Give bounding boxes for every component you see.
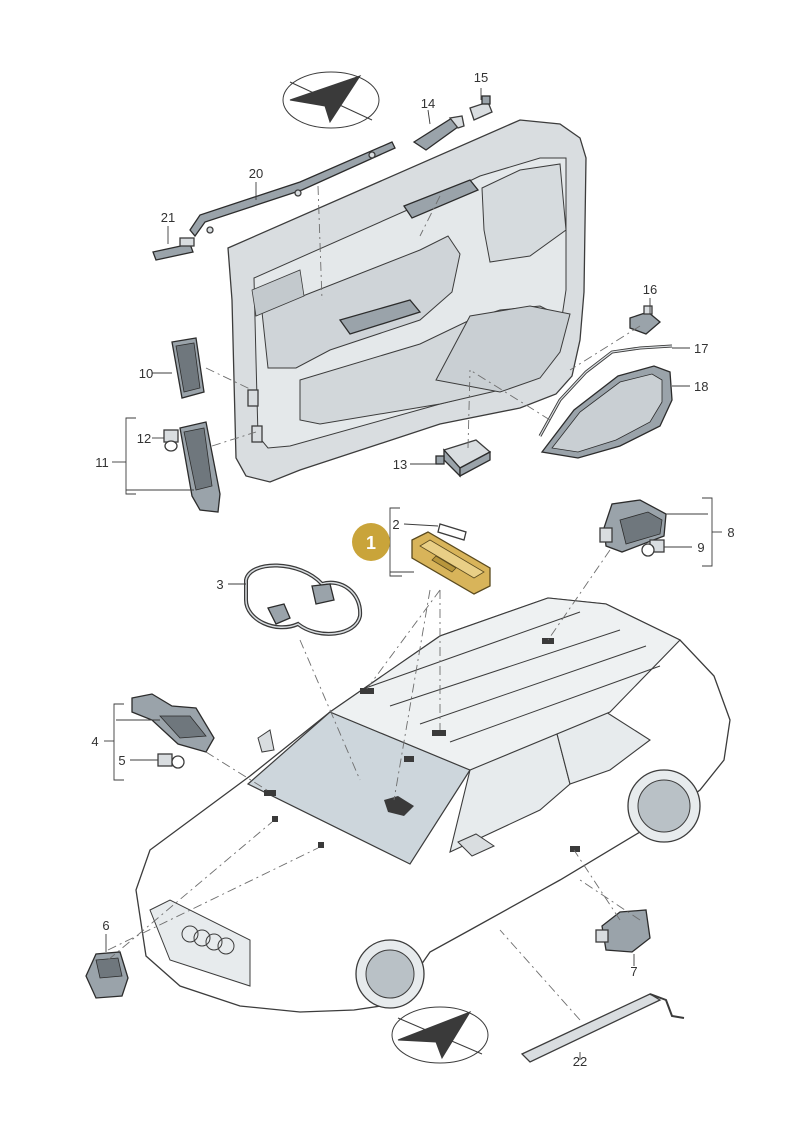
label-21: 21 <box>161 210 175 225</box>
label-12: 12 <box>137 431 151 446</box>
callout-badge-1: 1 <box>352 523 390 561</box>
part-18-speaker-cover <box>540 365 673 459</box>
label-16: 16 <box>643 282 657 297</box>
part-7-footwell-lamp <box>595 909 651 953</box>
door-trim-panel <box>227 119 587 483</box>
label-10: 10 <box>139 366 153 381</box>
part-9-bulb <box>641 539 665 557</box>
part-17-cable <box>538 344 673 437</box>
label-4: 4 <box>91 734 98 749</box>
part-8-lamp <box>599 499 667 553</box>
part-2-bulb <box>437 523 467 541</box>
label-8: 8 <box>727 525 734 540</box>
label-7: 7 <box>630 964 637 979</box>
badge-number: 1 <box>366 533 376 553</box>
label-13: 13 <box>393 457 407 472</box>
part-3-seal <box>244 563 363 636</box>
part-6-switch <box>85 951 129 999</box>
label-2: 2 <box>392 517 399 532</box>
label-20: 20 <box>249 166 263 181</box>
label-14: 14 <box>421 96 435 111</box>
part-5-bulb <box>157 753 185 769</box>
part-1-interior-lamp <box>411 531 491 595</box>
label-15: 15 <box>474 70 488 85</box>
label-22: 22 <box>573 1054 587 1069</box>
label-18: 18 <box>694 379 708 394</box>
label-9: 9 <box>697 540 704 555</box>
part-22-sill-strip <box>520 993 685 1063</box>
part-14-handle-trim <box>412 115 465 151</box>
part-11-courtesy-lamp <box>179 421 221 513</box>
part-13-control-unit <box>435 439 492 478</box>
part-16-sensor <box>629 305 662 335</box>
label-6: 6 <box>102 918 109 933</box>
label-17: 17 <box>694 341 708 356</box>
compass-arrow-icon <box>282 71 380 129</box>
label-3: 3 <box>216 577 223 592</box>
part-10-reflector <box>171 337 205 399</box>
part-21-connector <box>152 237 195 261</box>
label-11: 11 <box>95 455 109 470</box>
reference-lines <box>107 185 641 1021</box>
part-12-bulb <box>163 429 179 452</box>
part-4-mirror-lamp <box>131 693 215 753</box>
part-15-clip <box>469 95 493 121</box>
compass-arrow-icon <box>391 1006 489 1064</box>
callout-labels: 15 14 20 21 16 17 10 18 12 11 13 2 8 9 3… <box>91 70 734 1069</box>
part-20-window-seal <box>189 141 396 238</box>
label-5: 5 <box>118 753 125 768</box>
car-body <box>135 597 731 1013</box>
